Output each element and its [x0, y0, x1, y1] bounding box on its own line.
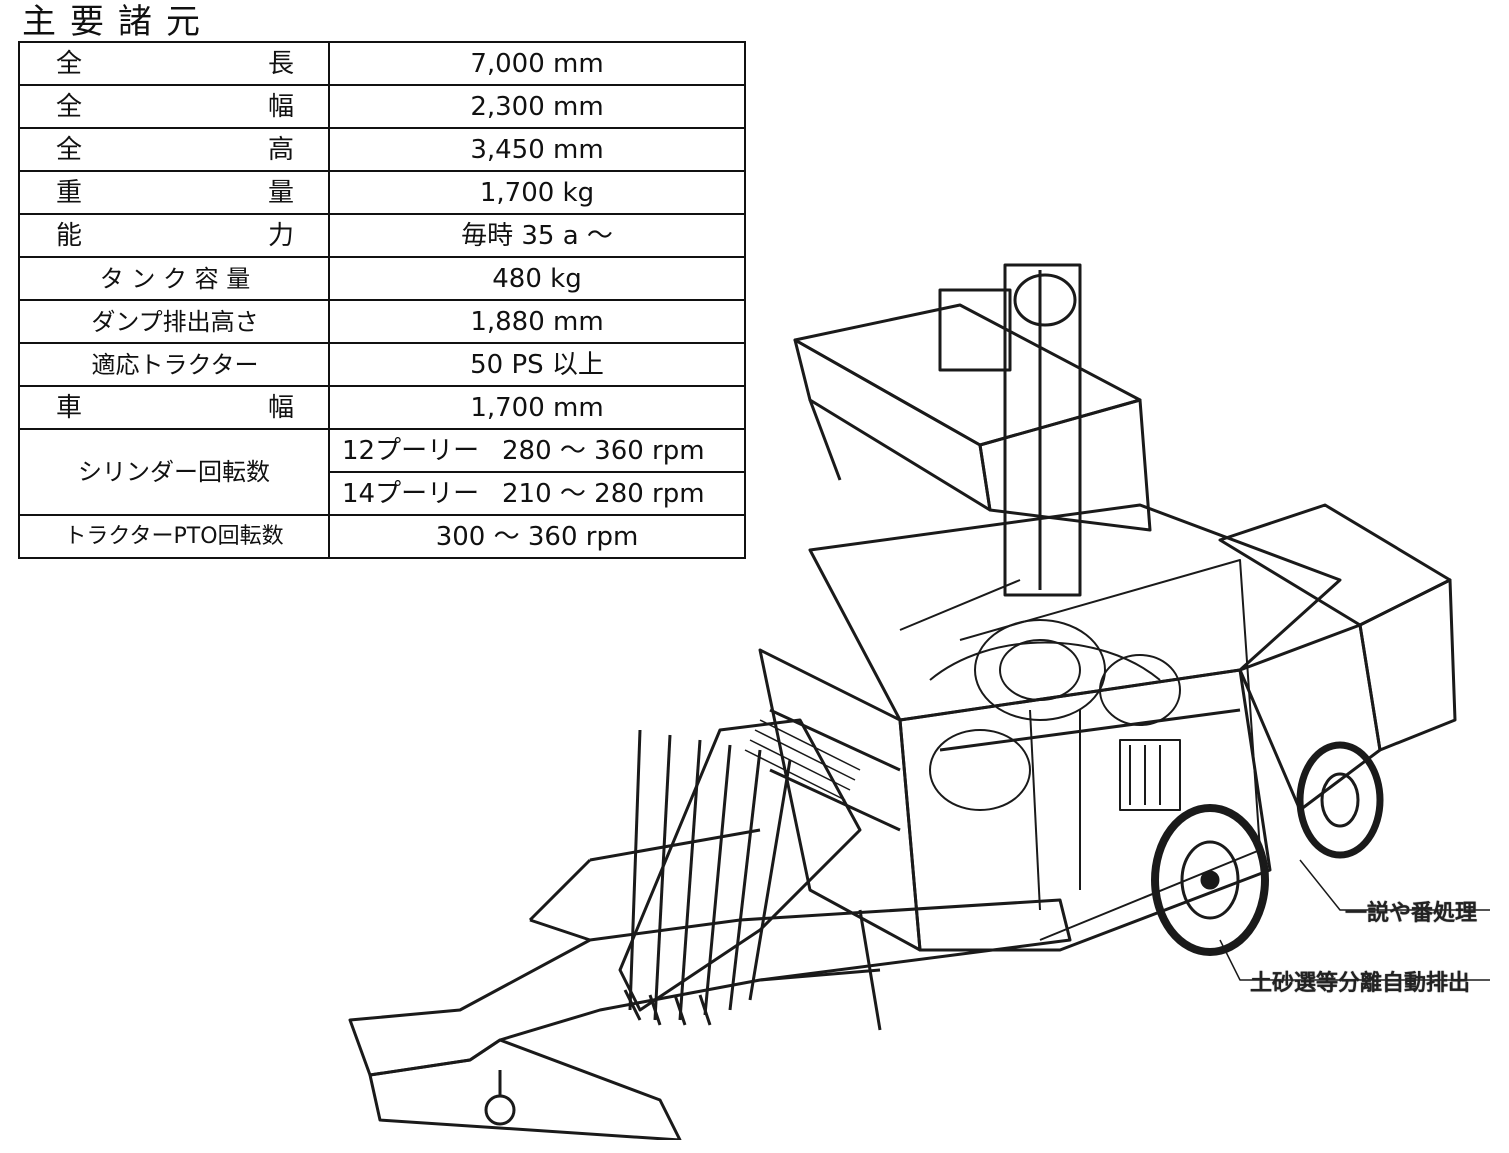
spec-label: 車幅 — [18, 385, 330, 430]
pulley-name: 14プーリー — [342, 478, 480, 509]
table-row: シリンダー回転数 12プーリー 280 ～ 360 rpm — [18, 428, 746, 516]
elevator — [938, 263, 1082, 597]
spec-label: 重量 — [18, 170, 330, 215]
spec-value: 1,880 mm — [328, 299, 746, 344]
hopper-tank — [793, 303, 1152, 532]
spec-value: 480 kg — [328, 256, 746, 301]
pulley-name: 12プーリー — [342, 435, 480, 466]
wheel-rear — [1296, 741, 1384, 859]
spec-value: 3,450 mm — [328, 127, 746, 172]
table-row: ダンプ排出高さ 1,880 mm — [18, 299, 746, 344]
spec-label-char: 重 — [56, 177, 83, 208]
table-row: 14プーリー 210 ～ 280 rpm — [19, 471, 746, 516]
wheel-front — [1151, 804, 1269, 956]
spec-label-char: 力 — [267, 220, 294, 251]
spec-label-char: 全 — [56, 48, 83, 79]
spec-value: 7,000 mm — [328, 41, 746, 86]
table-row: 全高 3,450 mm — [18, 127, 746, 172]
callout-upper: 一説や番処理 — [1345, 901, 1478, 926]
page-title: 主要諸元 — [22, 2, 214, 42]
spec-value: 1,700 kg — [328, 170, 746, 215]
discharge-chute — [1218, 503, 1457, 812]
spec-label-char: 全 — [56, 91, 83, 122]
spec-value: 50 PS 以上 — [328, 342, 746, 387]
table-row: 全幅 2,300 mm — [18, 84, 746, 129]
spec-value: 2,300 mm — [328, 84, 746, 129]
spec-label-char: 高 — [267, 134, 294, 165]
spec-label-char: 量 — [267, 177, 294, 208]
cylinder-label: シリンダー回転数 — [18, 428, 330, 516]
spec-value: 1,700 mm — [328, 385, 746, 430]
spec-label-char: 能 — [56, 220, 83, 251]
spec-label-char: 長 — [267, 48, 294, 79]
cylinder-row-14: 14プーリー 210 ～ 280 rpm — [328, 471, 746, 516]
spec-label: 全長 — [18, 41, 330, 86]
callout-lower: 土砂選等分離自動排出 — [1250, 971, 1471, 996]
spec-label: ダンプ排出高さ — [18, 299, 330, 344]
table-row: 全長 7,000 mm — [18, 41, 746, 86]
pto-label: トラクターPTO回転数 — [18, 514, 330, 559]
internal-mechanism — [899, 559, 1261, 941]
pto-value: 300 ～ 360 rpm — [328, 514, 746, 559]
table-row: 能力 毎時 35 a ～ — [18, 213, 746, 258]
spec-label-char: 全 — [56, 134, 83, 165]
spec-label: 能力 — [18, 213, 330, 258]
spec-label: 全高 — [18, 127, 330, 172]
pulley-rpm: 280 ～ 360 rpm — [502, 435, 705, 466]
callout-leaders — [1219, 859, 1490, 981]
table-row: タ ン ク 容 量 480 kg — [18, 256, 746, 301]
spec-label-char: 車 — [56, 392, 83, 423]
spec-table: 全長 7,000 mm 全幅 2,300 mm 全高 3,450 mm 重量 1… — [18, 41, 746, 559]
table-row: 適応トラクター 50 PS 以上 — [18, 342, 746, 387]
spec-label: 全幅 — [18, 84, 330, 129]
spec-label-char: 幅 — [267, 392, 294, 423]
spec-label: 適応トラクター — [18, 342, 330, 387]
spec-label: タ ン ク 容 量 — [18, 256, 330, 301]
spec-value: 毎時 35 a ～ — [328, 213, 746, 258]
table-row: 重量 1,700 kg — [18, 170, 746, 215]
table-row: トラクターPTO回転数 300 ～ 360 rpm — [18, 514, 746, 559]
digger-conveyor — [618, 718, 862, 1026]
cylinder-row-12: 12プーリー 280 ～ 360 rpm — [328, 428, 746, 473]
pulley-rpm: 210 ～ 280 rpm — [502, 478, 705, 509]
main-body — [758, 503, 1342, 952]
spec-label-char: 幅 — [267, 91, 294, 122]
table-row: 車幅 1,700 mm — [18, 385, 746, 430]
harvester-illustration — [348, 263, 1490, 1140]
trailer-frame — [348, 828, 1072, 1140]
